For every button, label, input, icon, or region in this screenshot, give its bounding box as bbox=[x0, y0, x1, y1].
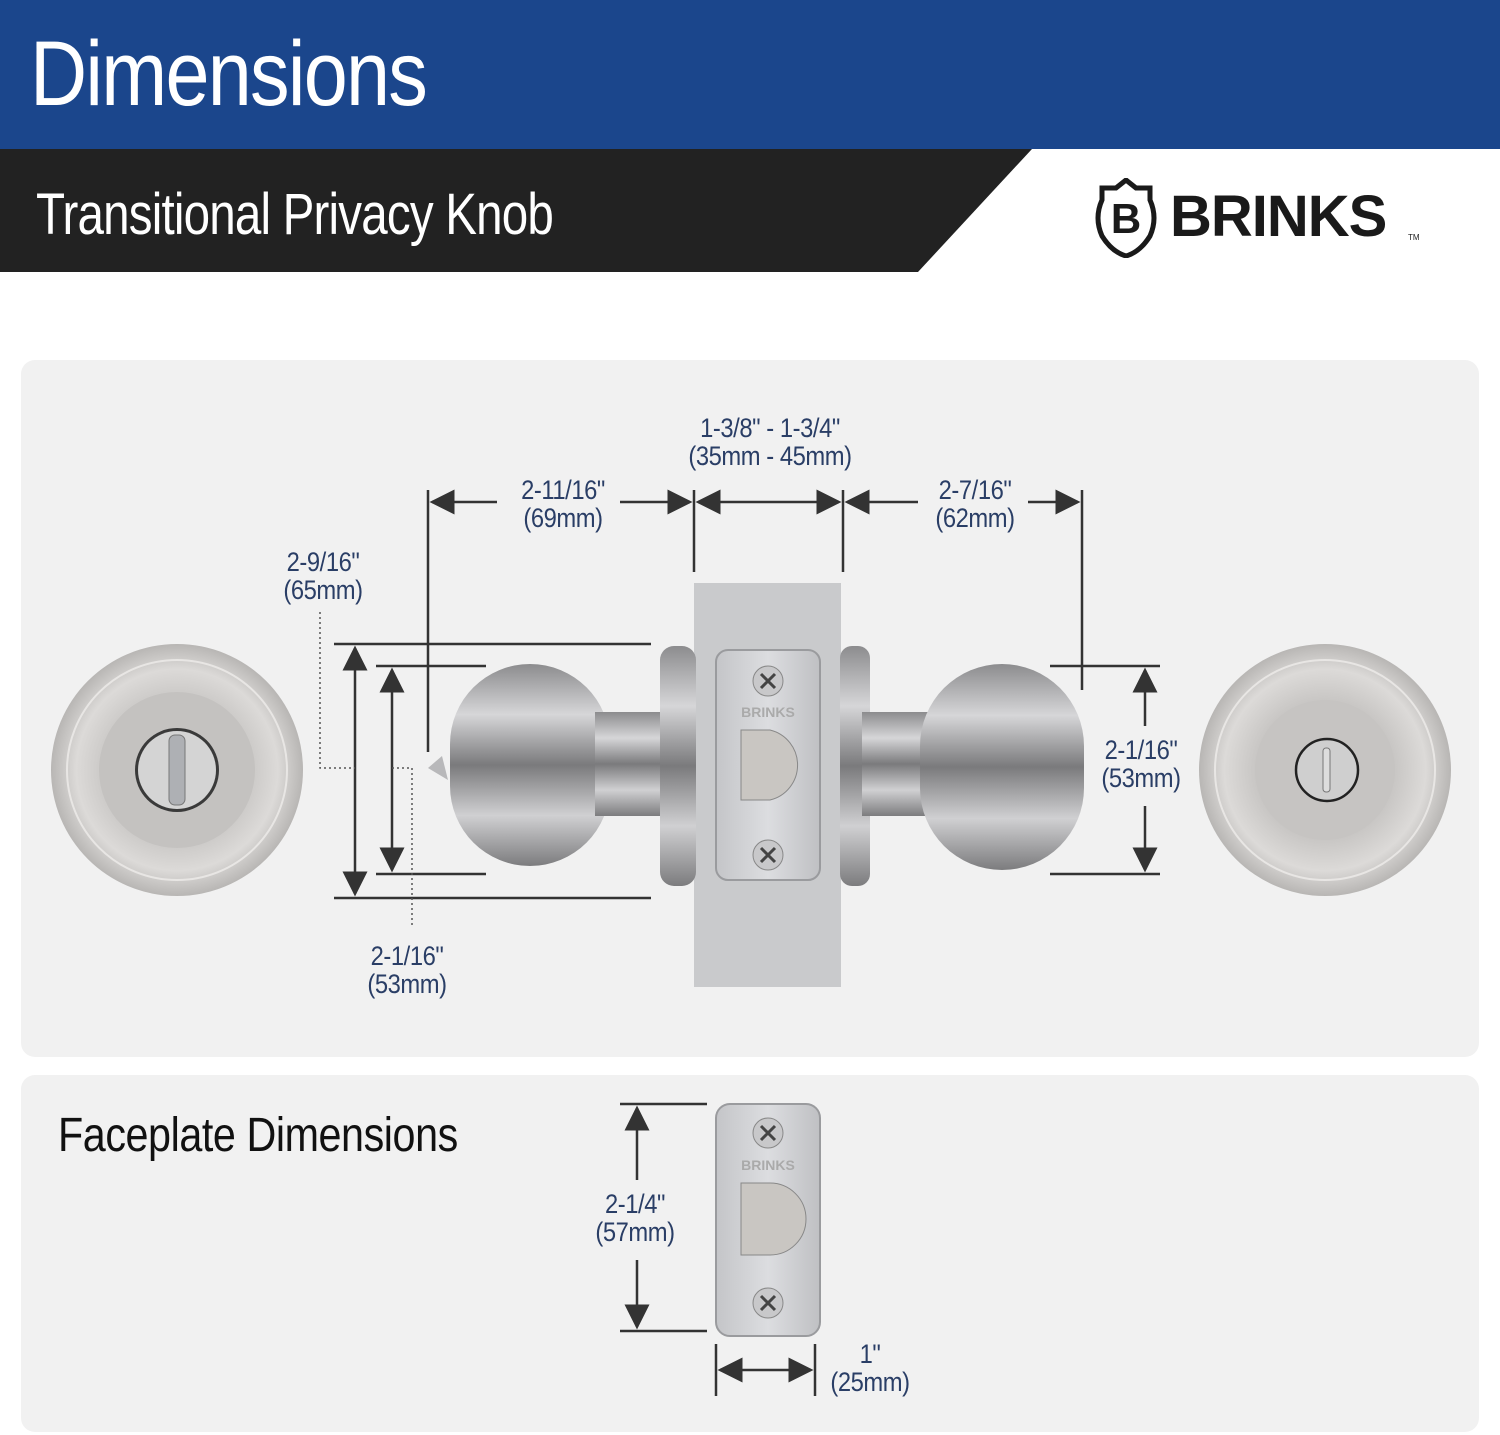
svg-text:BRINKS: BRINKS bbox=[741, 1157, 795, 1173]
faceplate-height-mm: (57mm) bbox=[595, 1217, 675, 1247]
latch-faceplate: BRINKS bbox=[715, 649, 821, 881]
outside-knob-diameter-mm: (53mm) bbox=[1101, 763, 1181, 793]
outside-knob bbox=[840, 646, 1084, 886]
outside-knob-diameter-inch: 2-1/16" bbox=[1104, 735, 1178, 765]
outside-projection-label: 2-7/16" (62mm) bbox=[909, 476, 1041, 532]
inside-knob-diameter-inch: 2-1/16" bbox=[370, 941, 444, 971]
inside-knob-diameter-label: 2-1/16" (53mm) bbox=[341, 942, 473, 998]
outside-rose-view bbox=[1199, 644, 1451, 896]
rose-diameter-mm: (65mm) bbox=[283, 575, 363, 605]
leader-lines bbox=[319, 612, 413, 925]
inside-rose-view bbox=[51, 644, 303, 896]
svg-text:B: B bbox=[1111, 195, 1141, 242]
svg-text:BRINKS: BRINKS bbox=[741, 704, 795, 720]
shield-icon: B bbox=[1095, 178, 1157, 258]
faceplate-height-inch: 2-1/4" bbox=[605, 1189, 665, 1219]
outside-projection-mm: (62mm) bbox=[935, 503, 1015, 533]
faceplate-width-mm: (25mm) bbox=[830, 1367, 910, 1397]
dimension-lines bbox=[334, 489, 1160, 900]
faceplate-width-inch: 1" bbox=[859, 1339, 881, 1369]
faceplate-detail: BRINKS bbox=[715, 1103, 821, 1337]
brand-wordmark: BRINKS bbox=[1170, 184, 1387, 249]
outside-projection-inch: 2-7/16" bbox=[938, 475, 1012, 505]
outside-knob-diameter-label: 2-1/16" (53mm) bbox=[1075, 736, 1207, 792]
faceplate-title: Faceplate Dimensions bbox=[58, 1109, 458, 1162]
subtitle-bar bbox=[0, 149, 1032, 272]
rose-diameter-label: 2-9/16" (65mm) bbox=[257, 548, 389, 604]
page-title: Dimensions bbox=[30, 23, 428, 125]
trademark: TM bbox=[1408, 233, 1420, 242]
door-thickness-mm: (35mm - 45mm) bbox=[688, 441, 852, 471]
faceplate-dimension-lines bbox=[620, 1102, 817, 1396]
brand-logo: B BRINKS TM bbox=[1090, 178, 1420, 258]
faceplate-height-label: 2-1/4" (57mm) bbox=[569, 1190, 701, 1246]
door-thickness-label: 1-3/8" - 1-3/4" (35mm - 45mm) bbox=[682, 414, 858, 470]
inside-projection-label: 2-11/16" (69mm) bbox=[497, 476, 629, 532]
faceplate-width-label: 1" (25mm) bbox=[804, 1340, 936, 1396]
inside-knob-diameter-mm: (53mm) bbox=[367, 969, 447, 999]
product-name: Transitional Privacy Knob bbox=[36, 182, 554, 247]
door-thickness-inch: 1-3/8" - 1-3/4" bbox=[700, 413, 840, 443]
inside-projection-mm: (69mm) bbox=[523, 503, 603, 533]
inside-knob bbox=[428, 646, 696, 886]
inside-projection-inch: 2-11/16" bbox=[521, 475, 605, 505]
rose-diameter-inch: 2-9/16" bbox=[286, 547, 360, 577]
title-banner bbox=[0, 0, 1500, 149]
